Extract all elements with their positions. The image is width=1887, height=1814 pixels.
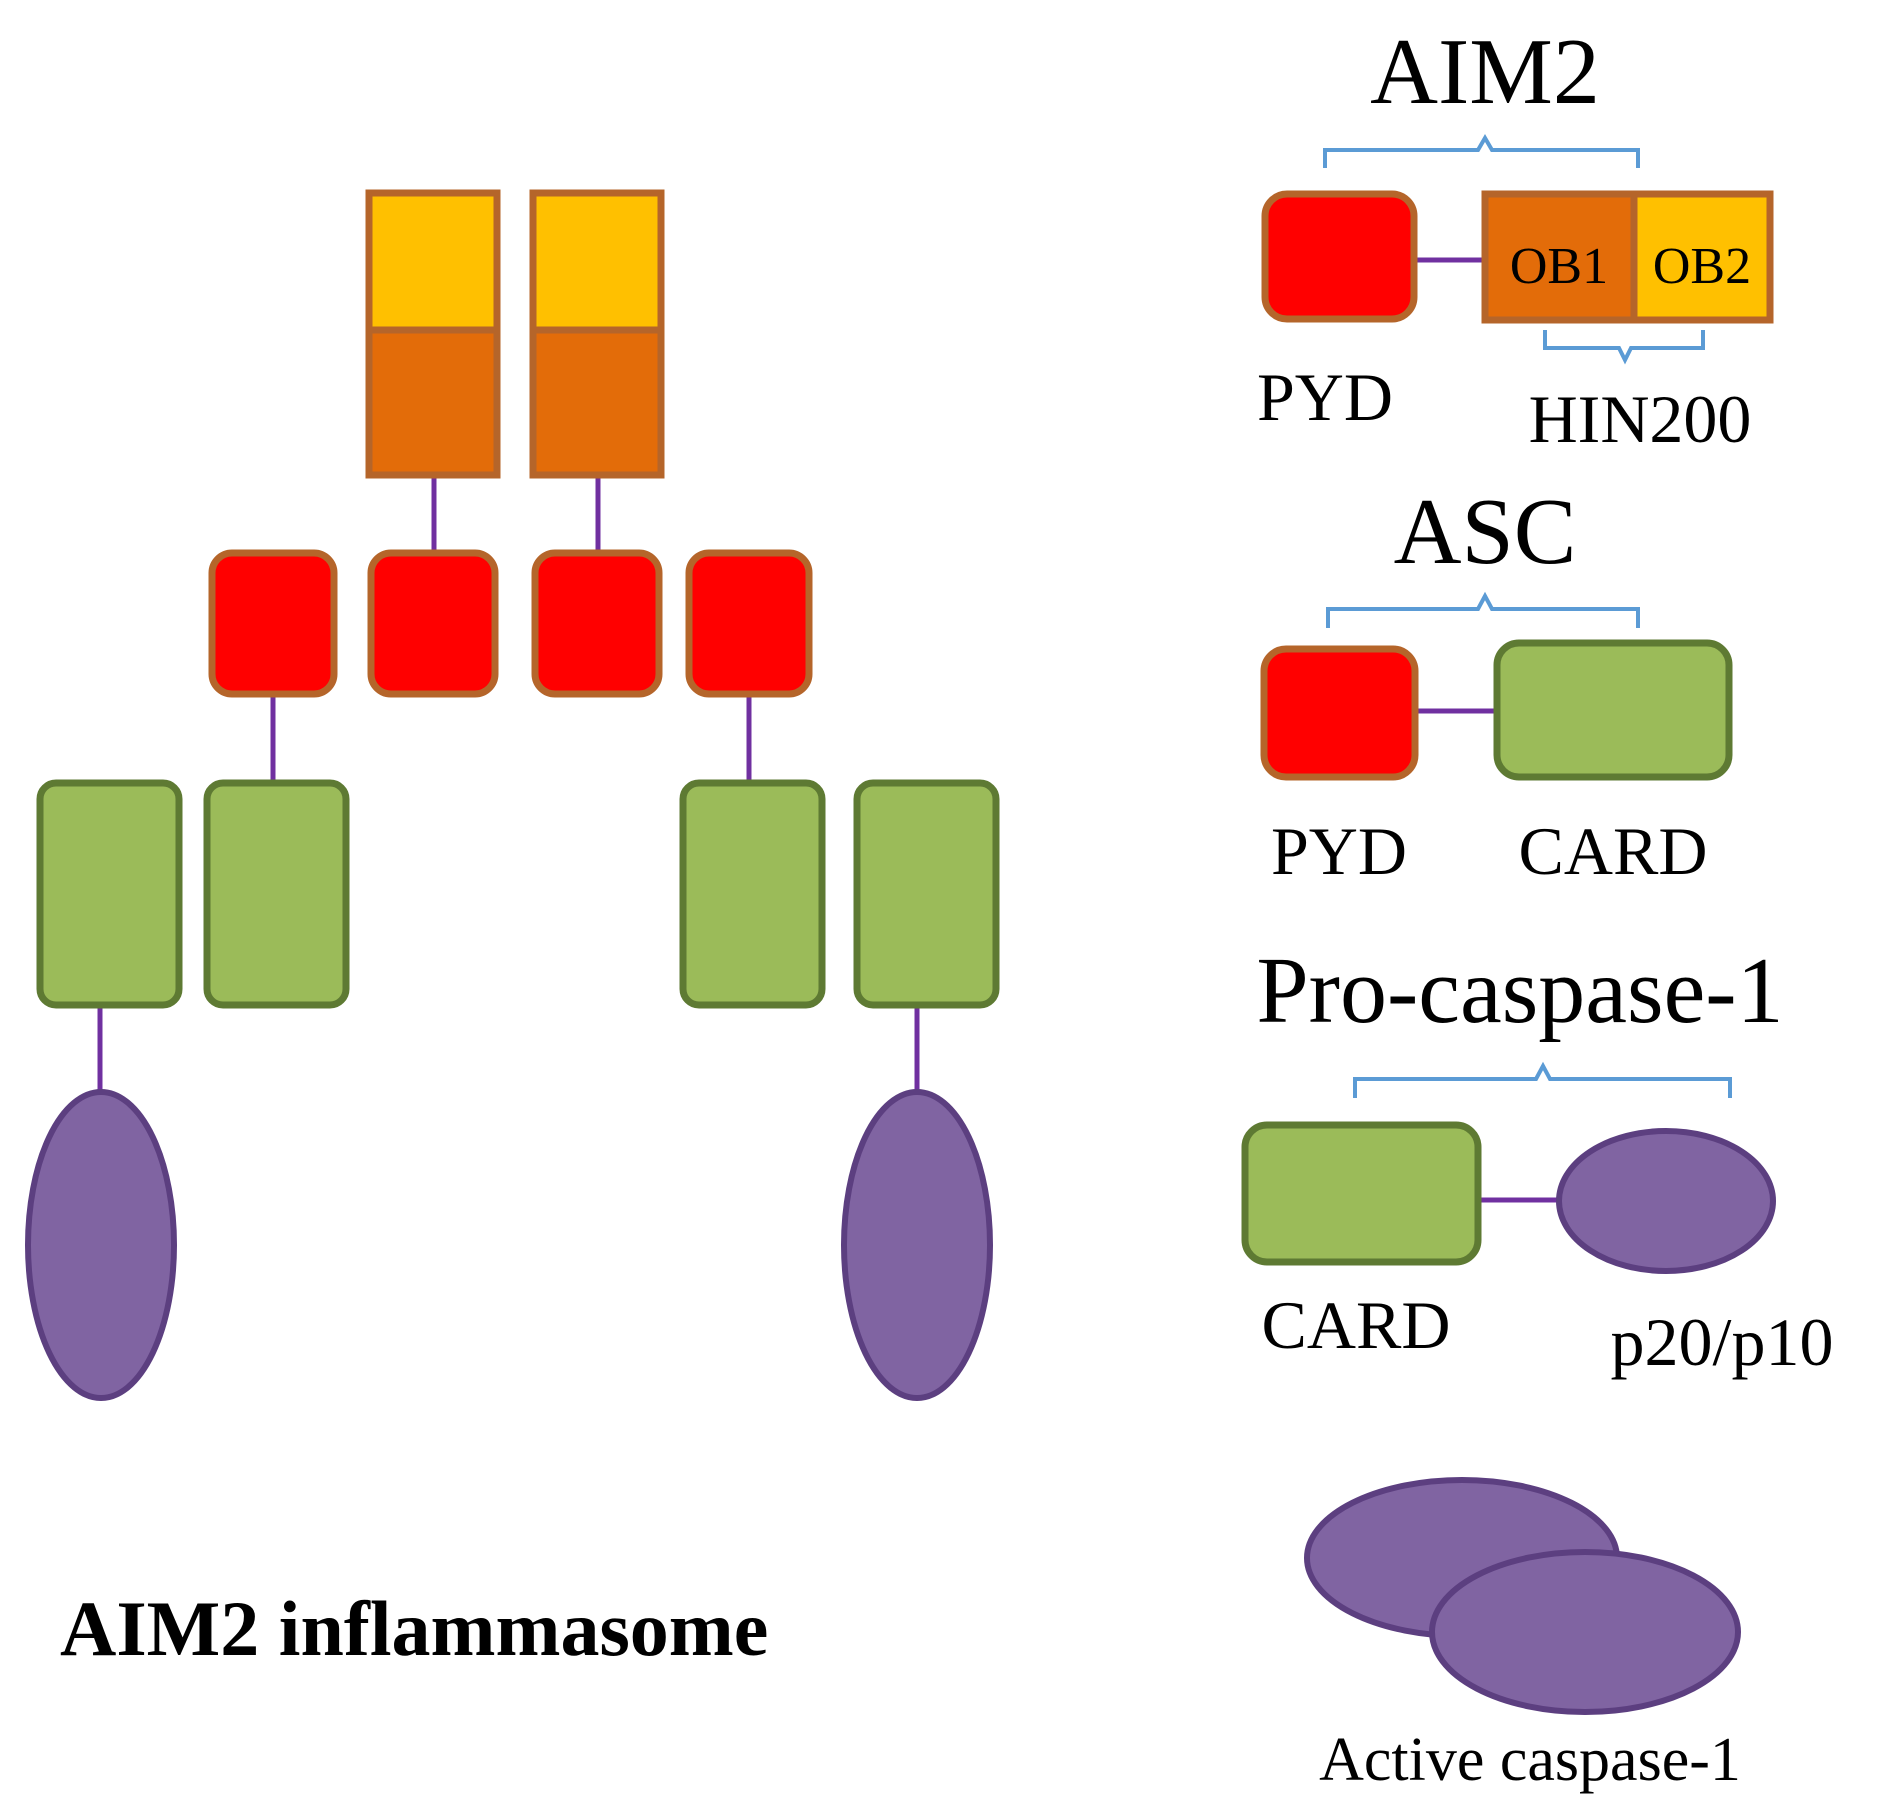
pyd-domain-aim2-2: [531, 549, 663, 698]
aim2-ob2-domain: [1630, 190, 1774, 324]
card-domain-asc-2: [679, 779, 826, 1009]
ob1-domain: [529, 326, 665, 479]
asc-pyd-domain: [1260, 645, 1419, 781]
pyd-domain-asc-1: [208, 549, 338, 698]
procaspase-p20p10-domain: [1556, 1128, 1776, 1274]
legend-active-caspase: Active caspase-1: [1304, 1477, 1741, 1794]
ob1-domain: [365, 326, 501, 479]
legend-aim2: AIM2 OB1 OB2 PYD HIN200: [1257, 20, 1774, 457]
procaspase-brace: [1353, 1061, 1732, 1098]
aim2-ob2-label: OB2: [1653, 238, 1751, 295]
pyd-domain-aim2-1: [367, 549, 499, 698]
aim2-hin200-left: [365, 189, 501, 479]
ob2-domain: [365, 189, 501, 334]
legend-procaspase-title: Pro-caspase-1: [1256, 939, 1783, 1043]
diagram-title: AIM2 inflammasome: [60, 1585, 768, 1672]
asc-card-domain: [1493, 639, 1733, 781]
procaspase-card-domain: [1241, 1121, 1482, 1266]
legend-aim2-title: AIM2: [1370, 20, 1600, 124]
aim2-ob1-label: OB1: [1510, 238, 1608, 295]
aim2-hin200-right: [529, 189, 665, 479]
ob2-domain: [529, 189, 665, 334]
inflammasome-assembly: AIM2 inflammasome: [25, 189, 1000, 1672]
legend: AIM2 OB1 OB2 PYD HIN200 ASC PYD CARD Pro…: [1241, 20, 1834, 1794]
card-domain-casp-1: [36, 779, 183, 1009]
caspase-domain-1: [25, 1089, 177, 1401]
aim2-brace: [1323, 134, 1640, 168]
caspase-domain-2: [841, 1089, 993, 1401]
card-domain-casp-2: [853, 779, 1000, 1009]
card-domain-asc-1: [203, 779, 350, 1009]
procaspase-card-label: CARD: [1262, 1287, 1451, 1363]
asc-brace: [1326, 591, 1640, 628]
legend-asc: ASC PYD CARD: [1260, 480, 1733, 889]
aim2-ob1-domain: [1481, 190, 1638, 324]
aim2-pyd-label: PYD: [1257, 359, 1393, 435]
active-caspase-subunit-2: [1429, 1549, 1741, 1715]
asc-pyd-label: PYD: [1271, 813, 1407, 889]
legend-asc-title: ASC: [1394, 480, 1577, 584]
asc-card-label: CARD: [1519, 813, 1708, 889]
procaspase-p20p10-label: p20/p10: [1611, 1304, 1834, 1380]
hin200-brace: [1543, 330, 1705, 365]
legend-procaspase: Pro-caspase-1 CARD p20/p10: [1241, 939, 1834, 1380]
pyd-domain-asc-2: [685, 549, 813, 698]
aim2-pyd-domain: [1261, 190, 1418, 323]
aim2-hin200-label: HIN200: [1529, 381, 1752, 457]
active-caspase-label: Active caspase-1: [1319, 1726, 1741, 1794]
